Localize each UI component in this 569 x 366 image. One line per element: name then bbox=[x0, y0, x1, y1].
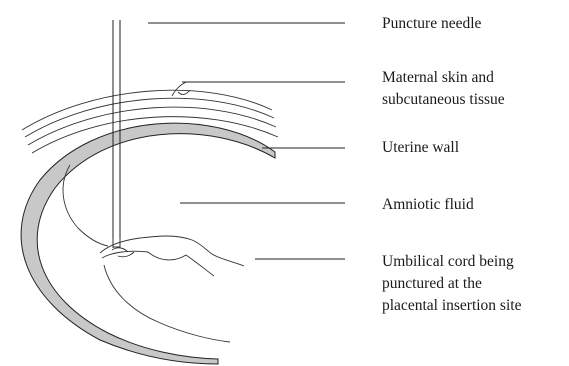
cord-lower-contour bbox=[102, 251, 214, 276]
placenta-outline bbox=[104, 265, 230, 342]
label-skin-line1: Maternal skin and bbox=[382, 69, 494, 86]
skin-layer-1 bbox=[22, 90, 272, 130]
umbilical-cord bbox=[100, 236, 244, 266]
label-skin-line2: subcutaneous tissue bbox=[382, 91, 505, 108]
label-cord-line1: Umbilical cord being bbox=[382, 253, 514, 270]
label-puncture-needle: Puncture needle bbox=[382, 15, 482, 32]
label-uterine-wall: Uterine wall bbox=[382, 139, 459, 156]
skin-pointer-mark bbox=[172, 82, 190, 96]
uterine-wall bbox=[21, 123, 275, 364]
label-cord-line2: punctured at the bbox=[382, 275, 482, 292]
amniotic-outline bbox=[63, 165, 108, 246]
label-cord-line3: placental insertion site bbox=[382, 297, 522, 314]
label-amniotic-fluid: Amniotic fluid bbox=[382, 196, 474, 213]
